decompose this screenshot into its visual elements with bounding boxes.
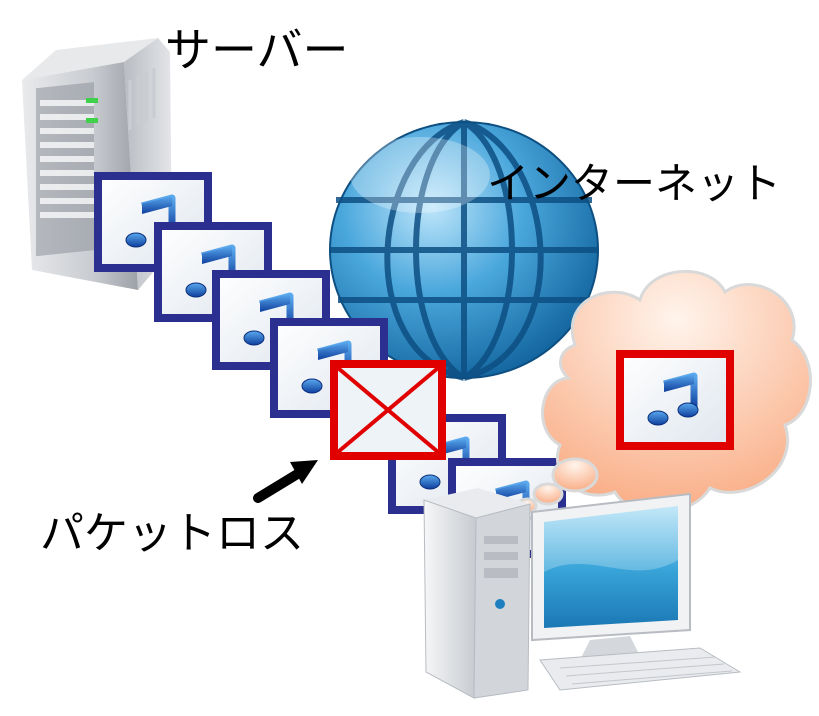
packet-loss-label: パケットロス (40, 508, 304, 559)
internet-label: インターネット (487, 159, 782, 208)
server-label: サーバー (165, 23, 349, 77)
red-x-icon (330, 360, 446, 460)
arrow-icon (253, 460, 318, 503)
packet-chain (94, 172, 566, 558)
thought-cloud-icon (516, 270, 812, 515)
music-note-icon (616, 350, 734, 450)
desktop-computer-icon (423, 488, 742, 699)
globe-icon (329, 119, 599, 381)
